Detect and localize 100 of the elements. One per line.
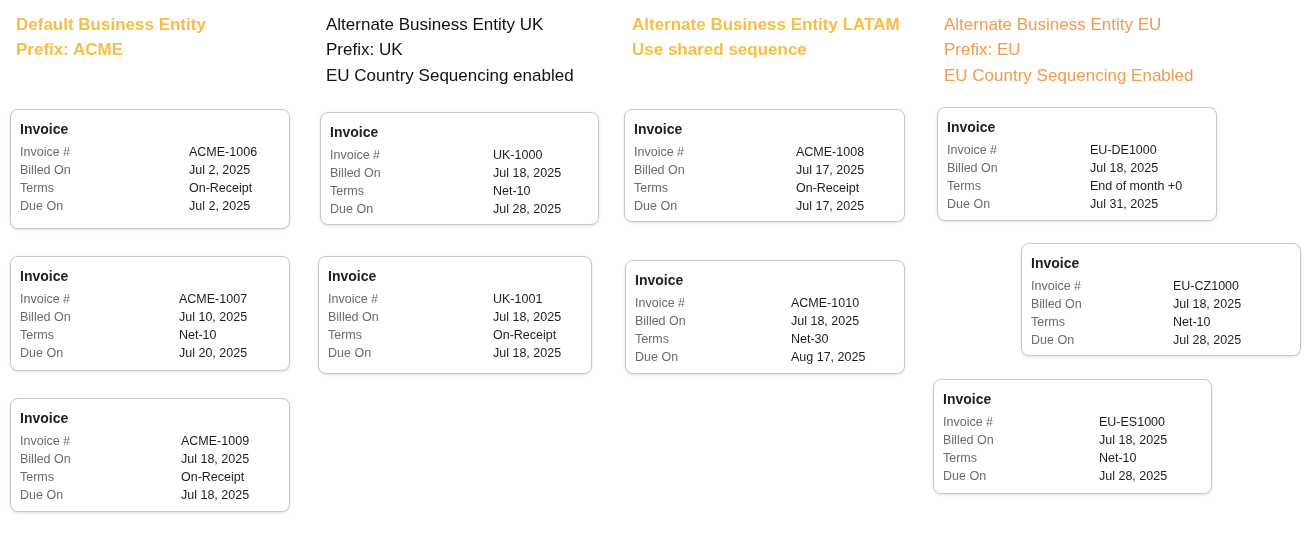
field-label: Billed On: [330, 165, 381, 181]
field-label: Billed On: [20, 162, 71, 178]
invoice-card: [10, 256, 290, 371]
field-value: Jul 18, 2025: [1173, 296, 1242, 312]
field-value: Jul 18, 2025: [791, 313, 860, 329]
field-label: Invoice #: [635, 295, 686, 311]
column-heading: Alternate Business Entity LATAM: [632, 14, 900, 36]
column-heading: Prefix: UK: [326, 39, 403, 61]
card-title: Invoice: [634, 120, 683, 138]
field-label: Invoice #: [947, 142, 998, 158]
field-value: Jul 18, 2025: [1090, 160, 1159, 176]
field-label: Billed On: [943, 432, 994, 448]
field-label: Billed On: [1031, 296, 1082, 312]
field-value: Jul 28, 2025: [493, 201, 562, 217]
invoice-card: [937, 107, 1217, 221]
field-value: Jul 10, 2025: [179, 309, 248, 325]
field-label: Due On: [20, 345, 64, 361]
field-label: Billed On: [947, 160, 998, 176]
field-value: UK-1000: [493, 147, 543, 163]
field-label: Due On: [947, 196, 991, 212]
invoice-card: [320, 112, 599, 225]
field-value: On-Receipt: [189, 180, 253, 196]
column-heading: Use shared sequence: [632, 39, 807, 61]
field-label: Invoice #: [20, 291, 71, 307]
field-label: Terms: [1031, 314, 1066, 330]
field-label: Billed On: [20, 451, 71, 467]
field-label: Billed On: [634, 162, 685, 178]
column-heading: Alternate Business Entity UK: [326, 14, 544, 36]
field-value: Jul 18, 2025: [181, 451, 250, 467]
field-label: Terms: [330, 183, 365, 199]
field-value: ACME-1006: [189, 144, 258, 160]
field-label: Terms: [20, 327, 55, 343]
field-value: EU-DE1000: [1090, 142, 1157, 158]
field-value: Net-10: [493, 183, 531, 199]
field-label: Terms: [20, 180, 55, 196]
column-heading: Prefix: ACME: [16, 39, 124, 61]
field-value: On-Receipt: [181, 469, 245, 485]
field-value: ACME-1010: [791, 295, 860, 311]
field-label: Due On: [1031, 332, 1075, 348]
field-value: Aug 17, 2025: [791, 349, 866, 365]
column-heading: Prefix: EU: [944, 39, 1021, 61]
card-title: Invoice: [635, 271, 684, 289]
field-value: On-Receipt: [796, 180, 860, 196]
field-label: Due On: [328, 345, 372, 361]
field-label: Billed On: [328, 309, 379, 325]
card-title: Invoice: [20, 120, 69, 138]
field-label: Invoice #: [20, 433, 71, 449]
field-label: Due On: [943, 468, 987, 484]
invoice-card: [10, 109, 290, 229]
invoice-card: [933, 379, 1212, 494]
field-value: UK-1001: [493, 291, 543, 307]
field-label: Terms: [943, 450, 978, 466]
field-value: End of month +0: [1090, 178, 1183, 194]
field-value: ACME-1009: [181, 433, 250, 449]
field-label: Terms: [635, 331, 670, 347]
field-value: ACME-1007: [179, 291, 248, 307]
field-label: Invoice #: [943, 414, 994, 430]
field-label: Due On: [20, 198, 64, 214]
field-value: Jul 17, 2025: [796, 198, 865, 214]
field-value: Net-10: [179, 327, 217, 343]
field-value: Jul 20, 2025: [179, 345, 248, 361]
column-heading: EU Country Sequencing enabled: [326, 65, 574, 87]
card-title: Invoice: [20, 267, 69, 285]
field-value: Jul 28, 2025: [1099, 468, 1168, 484]
field-value: ACME-1008: [796, 144, 865, 160]
field-value: Jul 2, 2025: [189, 198, 251, 214]
field-label: Terms: [328, 327, 363, 343]
card-title: Invoice: [328, 267, 377, 285]
field-label: Due On: [634, 198, 678, 214]
field-label: Billed On: [635, 313, 686, 329]
field-label: Due On: [20, 487, 64, 503]
column-heading: Alternate Business Entity EU: [944, 14, 1162, 36]
invoice-card: [10, 398, 290, 512]
field-value: Jul 18, 2025: [493, 345, 562, 361]
field-value: Jul 18, 2025: [493, 165, 562, 181]
field-label: Invoice #: [20, 144, 71, 160]
column-heading: EU Country Sequencing Enabled: [944, 65, 1194, 87]
field-value: Jul 18, 2025: [493, 309, 562, 325]
field-label: Invoice #: [634, 144, 685, 160]
field-value: Jul 18, 2025: [181, 487, 250, 503]
field-value: Jul 31, 2025: [1090, 196, 1159, 212]
field-value: Jul 17, 2025: [796, 162, 865, 178]
field-label: Billed On: [20, 309, 71, 325]
field-label: Terms: [947, 178, 982, 194]
field-value: EU-CZ1000: [1173, 278, 1239, 294]
field-value: Jul 28, 2025: [1173, 332, 1242, 348]
card-title: Invoice: [1031, 254, 1080, 272]
field-label: Due On: [635, 349, 679, 365]
field-value: EU-ES1000: [1099, 414, 1165, 430]
invoice-card: [1021, 243, 1301, 356]
invoice-card: [318, 256, 592, 374]
invoice-card: [624, 109, 905, 222]
field-label: Terms: [20, 469, 55, 485]
field-value: Net-10: [1099, 450, 1137, 466]
invoice-card: [625, 260, 905, 374]
field-label: Terms: [634, 180, 669, 196]
card-title: Invoice: [20, 409, 69, 427]
field-value: On-Receipt: [493, 327, 557, 343]
field-value: Net-30: [791, 331, 829, 347]
column-heading: Default Business Entity: [16, 14, 206, 36]
